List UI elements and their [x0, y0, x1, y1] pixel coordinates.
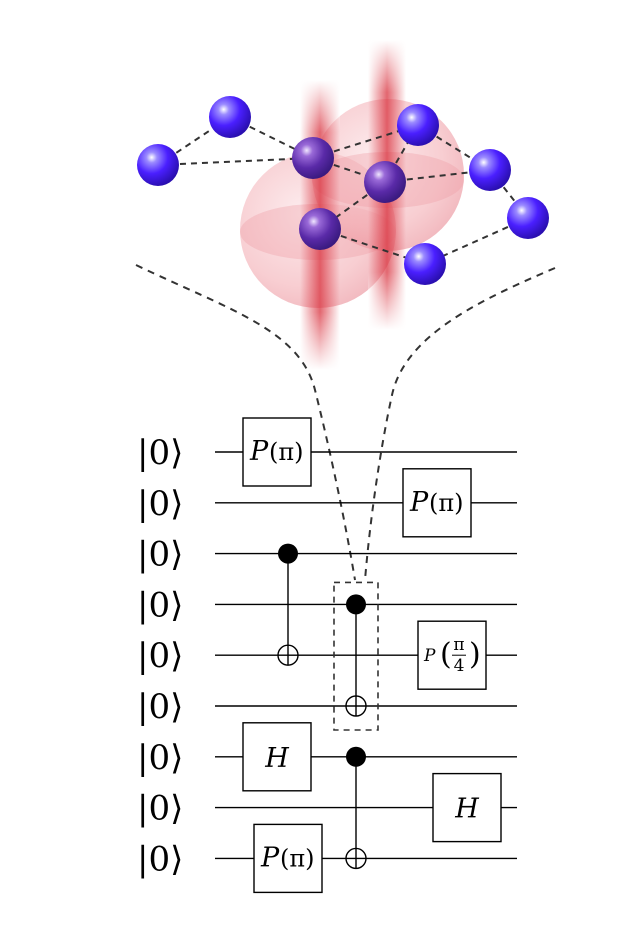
atom-highlighted	[299, 208, 341, 250]
atom	[469, 149, 511, 191]
control-dot	[278, 543, 298, 564]
cnot-gate	[345, 746, 367, 870]
atoms	[137, 96, 549, 285]
atom-highlighted	[292, 137, 334, 179]
gate-argument: (π)	[429, 489, 464, 517]
atom	[209, 96, 251, 138]
gate-argument: (π)	[269, 438, 304, 466]
gate-label: P	[249, 436, 269, 467]
gate-box	[432, 772, 502, 843]
gate-label: P	[409, 487, 429, 518]
qubit-ket-label: |0⟩	[137, 789, 183, 829]
qubit-ket-label: |0⟩	[137, 535, 183, 575]
phase-gate: P(π)	[253, 823, 323, 894]
qubit-ket-label: |0⟩	[137, 738, 183, 778]
hadamard-gate: H	[432, 772, 502, 843]
gate-box	[253, 823, 323, 894]
control-dot	[346, 594, 366, 615]
gate-box	[242, 722, 312, 792]
gate-label: P	[260, 842, 280, 873]
gate-box	[242, 417, 312, 487]
control-dot	[346, 746, 366, 767]
gate-label: P	[423, 646, 436, 666]
atom-highlighted	[364, 161, 406, 203]
atom	[137, 144, 179, 186]
paren-right: )	[469, 637, 481, 672]
gate-label: H	[264, 743, 289, 774]
phase-gate: P(π4)	[417, 620, 487, 690]
phase-gate: P(π)	[402, 468, 472, 538]
qubit-ket-label: |0⟩	[137, 636, 183, 676]
fraction-denominator: 4	[454, 656, 465, 676]
quantum-circuit: |0⟩|0⟩|0⟩|0⟩|0⟩|0⟩|0⟩|0⟩|0⟩P(π)P(π)P(π4)…	[137, 417, 517, 894]
atom	[397, 104, 439, 146]
gate-label: H	[454, 794, 479, 825]
gate-box	[402, 468, 472, 538]
zoom-curve-left	[135, 264, 356, 581]
hadamard-gate: H	[242, 722, 312, 792]
gate-argument: (π)	[280, 844, 315, 872]
qubit-ket-label: |0⟩	[137, 839, 183, 879]
atom-array	[137, 40, 549, 370]
qubit-ket-label: |0⟩	[137, 687, 183, 727]
qubit-ket-label: |0⟩	[137, 484, 183, 524]
zoom-curve-right	[364, 267, 556, 581]
cnot-gate	[333, 581, 379, 731]
paren-left: (	[440, 637, 452, 672]
fraction-numerator: π	[453, 635, 464, 655]
atom	[404, 243, 446, 285]
cnot-gate	[277, 543, 299, 666]
qubit-ket-label: |0⟩	[137, 585, 183, 625]
qubit-ket-label: |0⟩	[137, 433, 183, 473]
zoom-connector	[135, 264, 556, 581]
atom	[507, 197, 549, 239]
highlight-box	[333, 581, 379, 731]
phase-gate: P(π)	[242, 417, 312, 487]
